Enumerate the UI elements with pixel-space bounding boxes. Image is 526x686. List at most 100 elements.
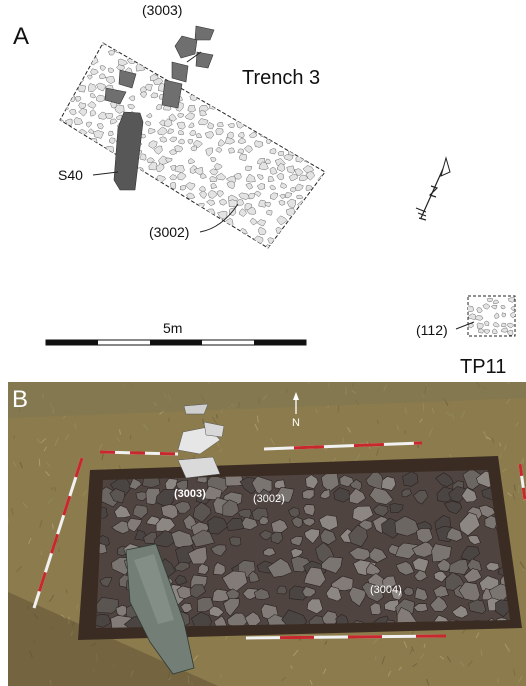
stone xyxy=(305,171,315,181)
stone xyxy=(290,535,303,547)
stone xyxy=(264,102,273,108)
stone xyxy=(86,74,93,80)
stone xyxy=(247,113,255,119)
stone xyxy=(309,137,317,144)
stone xyxy=(68,77,77,83)
stone xyxy=(451,605,469,619)
stone xyxy=(145,120,152,127)
stone xyxy=(307,237,313,244)
stone xyxy=(314,58,323,66)
stone xyxy=(225,245,236,248)
stone xyxy=(429,595,448,612)
stone xyxy=(60,210,63,216)
stone xyxy=(65,43,73,48)
stone xyxy=(259,94,268,103)
stone xyxy=(77,155,86,161)
panel-b-letter: B xyxy=(12,386,29,413)
stone xyxy=(104,112,113,119)
stone xyxy=(96,94,105,103)
stone xyxy=(321,556,343,574)
stone xyxy=(67,182,78,189)
stone xyxy=(112,229,124,238)
stone xyxy=(236,199,244,206)
north-arrow-photo xyxy=(293,392,299,414)
stone xyxy=(237,148,245,154)
stone xyxy=(245,165,252,172)
stone xyxy=(246,46,258,54)
stone xyxy=(77,200,87,208)
stone xyxy=(125,39,131,43)
spoil-stones-3003 xyxy=(177,403,225,479)
stone xyxy=(329,112,335,117)
stone xyxy=(67,220,76,229)
stone xyxy=(78,207,87,215)
stone xyxy=(136,50,145,58)
stone xyxy=(485,561,500,572)
stone xyxy=(492,328,498,334)
stone xyxy=(332,141,337,145)
stone xyxy=(302,489,315,500)
stone xyxy=(60,128,63,134)
stone xyxy=(207,190,218,199)
stone xyxy=(264,201,271,208)
stone xyxy=(287,136,297,143)
stone xyxy=(510,311,515,319)
stone xyxy=(196,132,203,139)
stone xyxy=(167,192,177,201)
stone xyxy=(60,50,63,59)
stone xyxy=(443,500,463,515)
stone xyxy=(315,157,323,163)
stone xyxy=(246,173,256,183)
stone xyxy=(314,119,323,128)
stone xyxy=(297,229,307,237)
stone xyxy=(157,248,164,253)
stone xyxy=(93,130,105,139)
stone xyxy=(328,128,335,134)
stone xyxy=(310,120,318,128)
stone xyxy=(261,103,268,109)
north-arrow-label: N xyxy=(292,417,300,429)
stone xyxy=(266,57,273,64)
stone xyxy=(267,119,276,127)
stone xyxy=(254,140,264,148)
stone xyxy=(330,175,337,182)
stone xyxy=(275,486,295,503)
stone xyxy=(228,64,237,71)
stone xyxy=(88,83,97,93)
stone xyxy=(306,598,324,615)
stone xyxy=(220,226,229,234)
stone xyxy=(227,82,236,90)
stone xyxy=(60,107,64,117)
scale-label: 5m xyxy=(163,320,183,336)
stone xyxy=(315,43,325,47)
stone xyxy=(106,218,116,226)
112-leader-line xyxy=(455,321,475,330)
stone xyxy=(225,237,235,245)
stone xyxy=(220,221,228,229)
stone xyxy=(89,92,96,99)
stone xyxy=(114,245,123,248)
stone xyxy=(238,192,250,200)
stone xyxy=(259,488,271,501)
stone xyxy=(74,217,84,227)
stone xyxy=(177,172,187,181)
stone xyxy=(291,516,303,529)
stone xyxy=(285,192,293,199)
stone xyxy=(390,588,404,601)
stone xyxy=(68,237,77,245)
photo-context-3002: (3002) xyxy=(253,493,285,505)
stone xyxy=(264,45,274,54)
stone xyxy=(219,239,226,246)
stone xyxy=(134,210,142,219)
stone xyxy=(265,209,273,216)
stone xyxy=(86,146,94,153)
stone xyxy=(110,614,132,628)
stone xyxy=(149,202,157,210)
standing-stone-s40 xyxy=(113,111,144,191)
stone xyxy=(296,194,304,200)
stone xyxy=(107,153,117,164)
stone xyxy=(244,104,253,112)
stone xyxy=(60,75,69,84)
stone-s40-label: S40 xyxy=(58,167,83,183)
range-pole-top-right xyxy=(263,441,423,451)
